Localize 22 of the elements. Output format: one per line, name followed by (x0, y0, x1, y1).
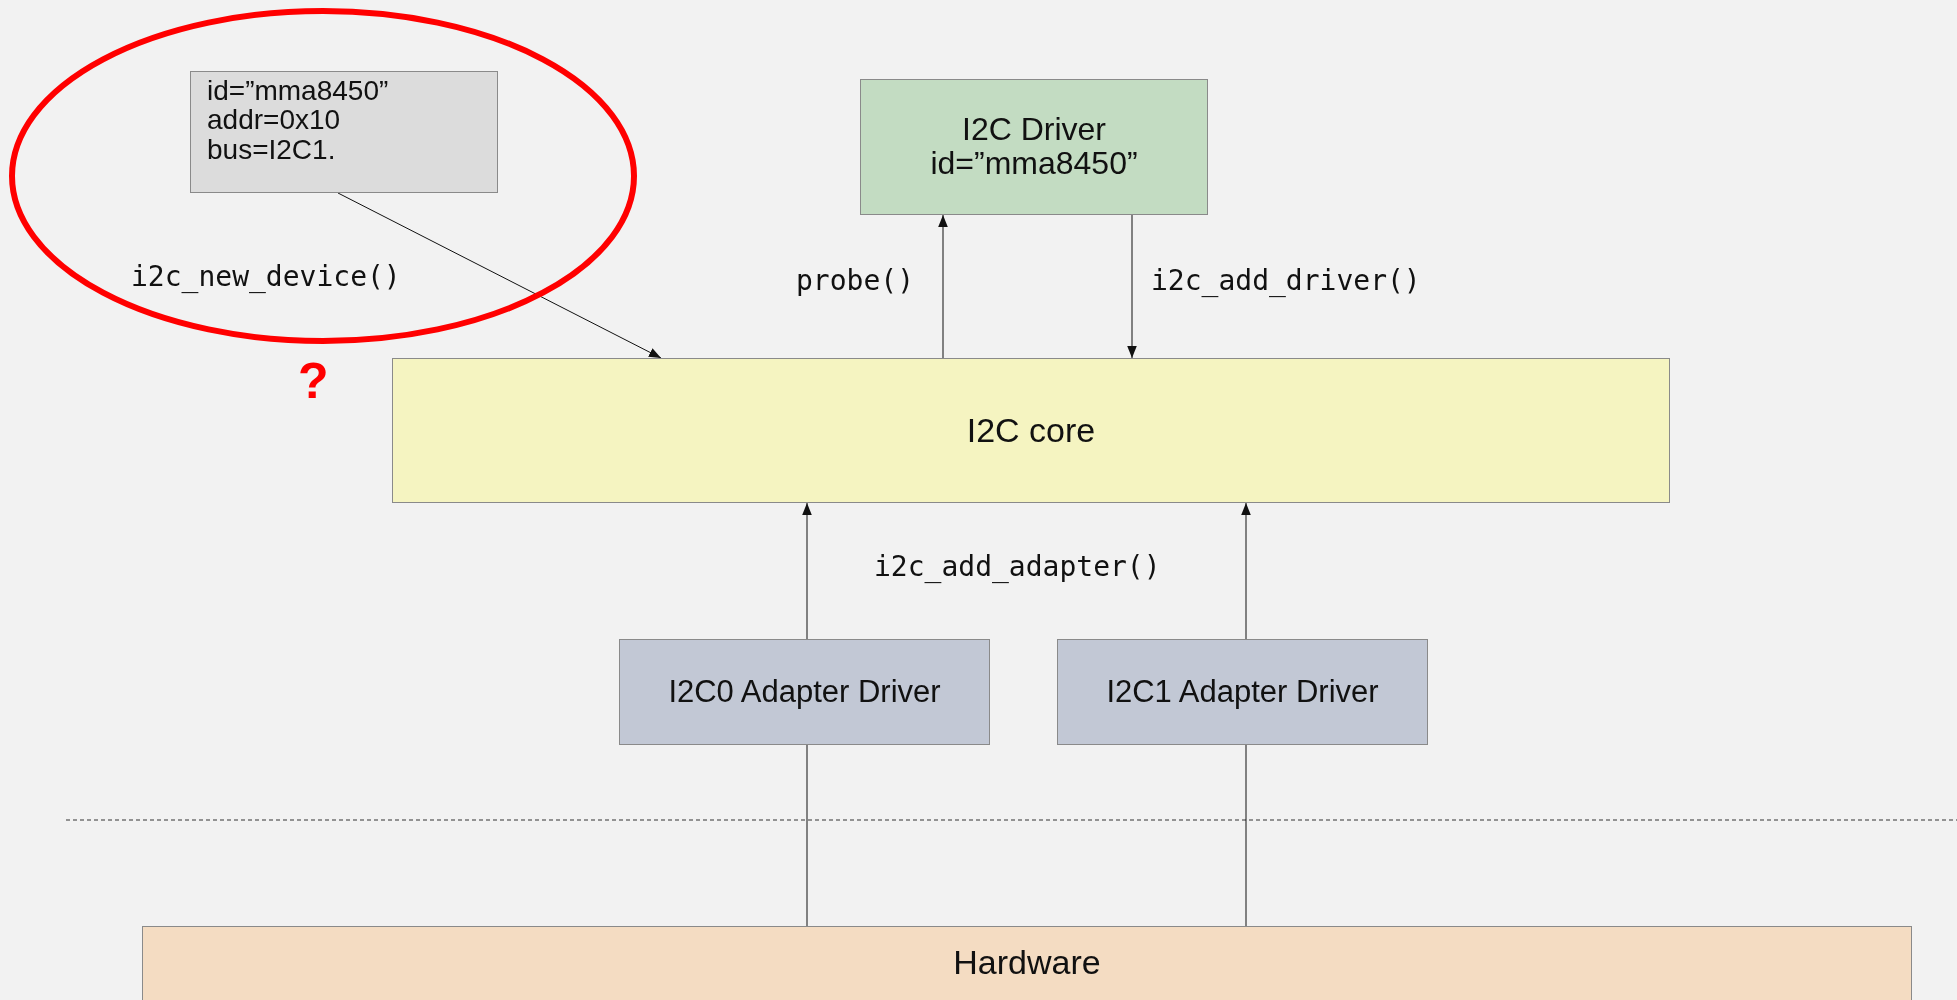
device-box (190, 71, 498, 193)
node-text: id=”mma8450” (207, 76, 389, 106)
arrow (938, 214, 948, 359)
hardware-box (142, 926, 1912, 1000)
arrow (802, 502, 812, 640)
node-text: I2C Driver id=”mma8450” (929, 113, 1139, 181)
arrow (1241, 502, 1251, 640)
node-text: I2C1 Adapter Driver (1106, 675, 1379, 709)
driver-box (860, 79, 1208, 215)
connector-line (806, 744, 808, 927)
arrow (337, 192, 662, 359)
connector-line (1245, 744, 1247, 927)
node-text: I2C core (966, 412, 1096, 449)
node-text: addr=0x10 (207, 105, 341, 135)
arrow (1127, 214, 1137, 359)
node-text: bus=I2C1. (207, 134, 336, 165)
question-mark: ? (298, 356, 329, 406)
node-text: I2C0 Adapter Driver (668, 675, 941, 709)
adapter-box (1057, 639, 1428, 745)
core-box (392, 358, 1670, 503)
node-text: Hardware (953, 945, 1101, 981)
adapter-box (619, 639, 990, 745)
